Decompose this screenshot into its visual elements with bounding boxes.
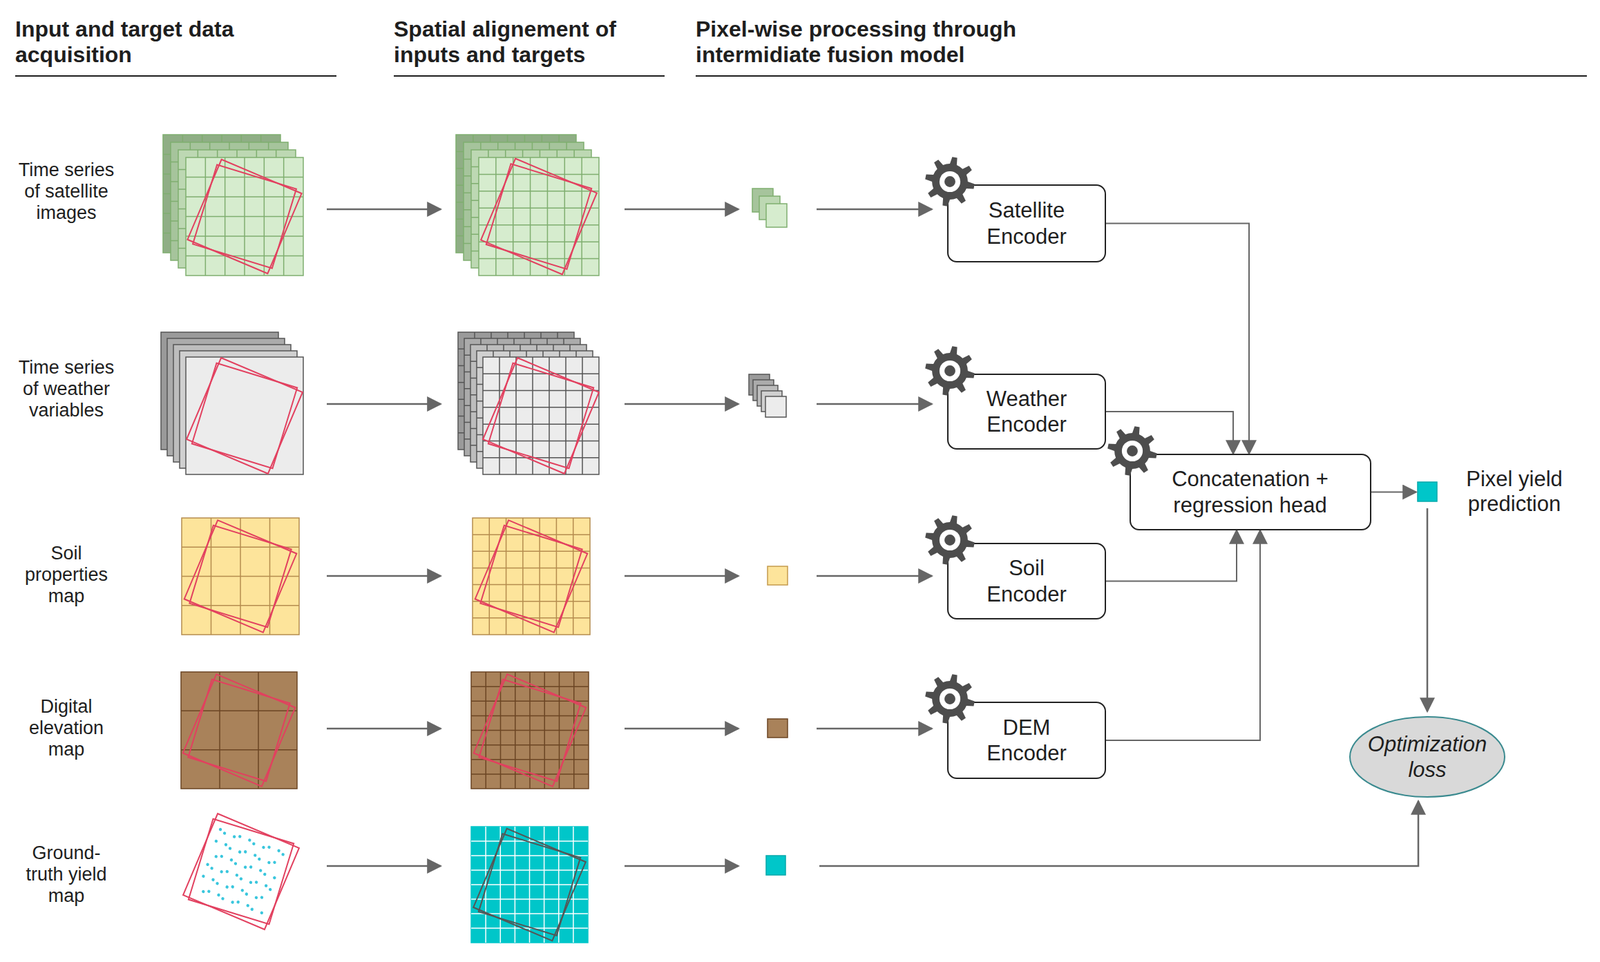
field-outline — [473, 674, 587, 787]
satellite-pixel — [766, 203, 787, 228]
box-text: Satellite Encoder — [971, 197, 1082, 249]
field-outline — [480, 158, 597, 275]
yield-points — [196, 827, 286, 915]
field-outline — [183, 674, 296, 787]
row-label: Time series of weather variables — [14, 357, 119, 422]
flow-arrow — [816, 403, 932, 406]
flow-arrow — [326, 208, 441, 211]
row-label: Soil properties map — [14, 543, 119, 608]
field-outline — [473, 829, 586, 942]
soil-pixel — [767, 566, 788, 586]
flow-arrow — [624, 575, 739, 578]
weather-stack-aligned — [458, 332, 599, 475]
row-label: Ground-truth yield map — [14, 842, 119, 908]
flow-arrow — [326, 865, 441, 868]
gear-icon — [923, 672, 977, 726]
output-arrow — [1371, 491, 1417, 494]
gear-icon — [923, 513, 977, 567]
flow-arrow — [326, 728, 441, 731]
flow-arrow — [816, 575, 932, 578]
field-outline — [184, 520, 298, 633]
fusion-box: Concatenation + regression head — [1129, 453, 1372, 531]
field-outline — [475, 520, 588, 633]
gear-icon — [923, 344, 977, 398]
flow-arrow — [624, 865, 739, 868]
flow-arrow — [624, 403, 739, 406]
satellite-stack — [163, 134, 304, 276]
satellite-stack-aligned — [455, 134, 599, 276]
column-header: Pixel-wise processing through intermidia… — [695, 16, 1055, 68]
dem-map-aligned — [471, 672, 589, 789]
data-layers — [160, 134, 1437, 944]
box-text: Optimization loss — [1363, 731, 1492, 783]
box-text: Concatenation + regression head — [1160, 466, 1341, 518]
yield-field-outline — [183, 813, 300, 930]
connector — [1106, 530, 1261, 741]
loss-ellipse: Optimization loss — [1348, 715, 1507, 799]
field-outline — [186, 357, 303, 474]
flow-arrow — [624, 728, 739, 731]
flow-arrow — [816, 208, 932, 211]
flow-arrow — [326, 403, 441, 406]
predicted-pixel — [1417, 482, 1437, 502]
header-underlines — [15, 75, 1587, 77]
gear-icon — [1106, 424, 1159, 478]
connector — [1106, 530, 1237, 582]
flow-arrow — [624, 208, 739, 211]
ellipse-outline — [1348, 715, 1507, 799]
box-text: Weather Encoder — [971, 386, 1082, 438]
flow-arrow — [326, 575, 441, 578]
box-text: Soil Encoder — [971, 555, 1082, 607]
encoder-box: DEM Encoder — [947, 701, 1107, 780]
encoder-box: Weather Encoder — [947, 373, 1107, 450]
soil-map — [181, 518, 300, 635]
field-outline — [482, 357, 599, 474]
flow-arrow — [816, 728, 932, 731]
weather-stack — [160, 332, 304, 475]
box-text: DEM Encoder — [971, 715, 1082, 767]
gear-icon — [923, 155, 977, 208]
output-label: Pixel yield prediction — [1448, 467, 1580, 517]
soil-map-aligned — [472, 518, 590, 635]
target-arrow — [819, 801, 1419, 867]
field-outline — [187, 159, 302, 274]
prediction-arrow — [1426, 508, 1429, 712]
encoder-box: Soil Encoder — [947, 543, 1107, 620]
yield-map-aligned — [471, 826, 588, 944]
dem-map — [181, 672, 298, 789]
weather-pixel — [765, 396, 787, 418]
connector — [1106, 223, 1250, 455]
row-label: Digital elevation map — [14, 696, 119, 761]
column-header: Spatial alignement of inputs and targets — [393, 16, 657, 68]
dem-pixel — [767, 719, 788, 738]
row-label: Time series of satellite images — [14, 159, 119, 224]
encoder-box: Satellite Encoder — [947, 184, 1107, 263]
yield-pixel — [766, 855, 786, 876]
column-header: Input and target data acquisition — [15, 16, 306, 68]
